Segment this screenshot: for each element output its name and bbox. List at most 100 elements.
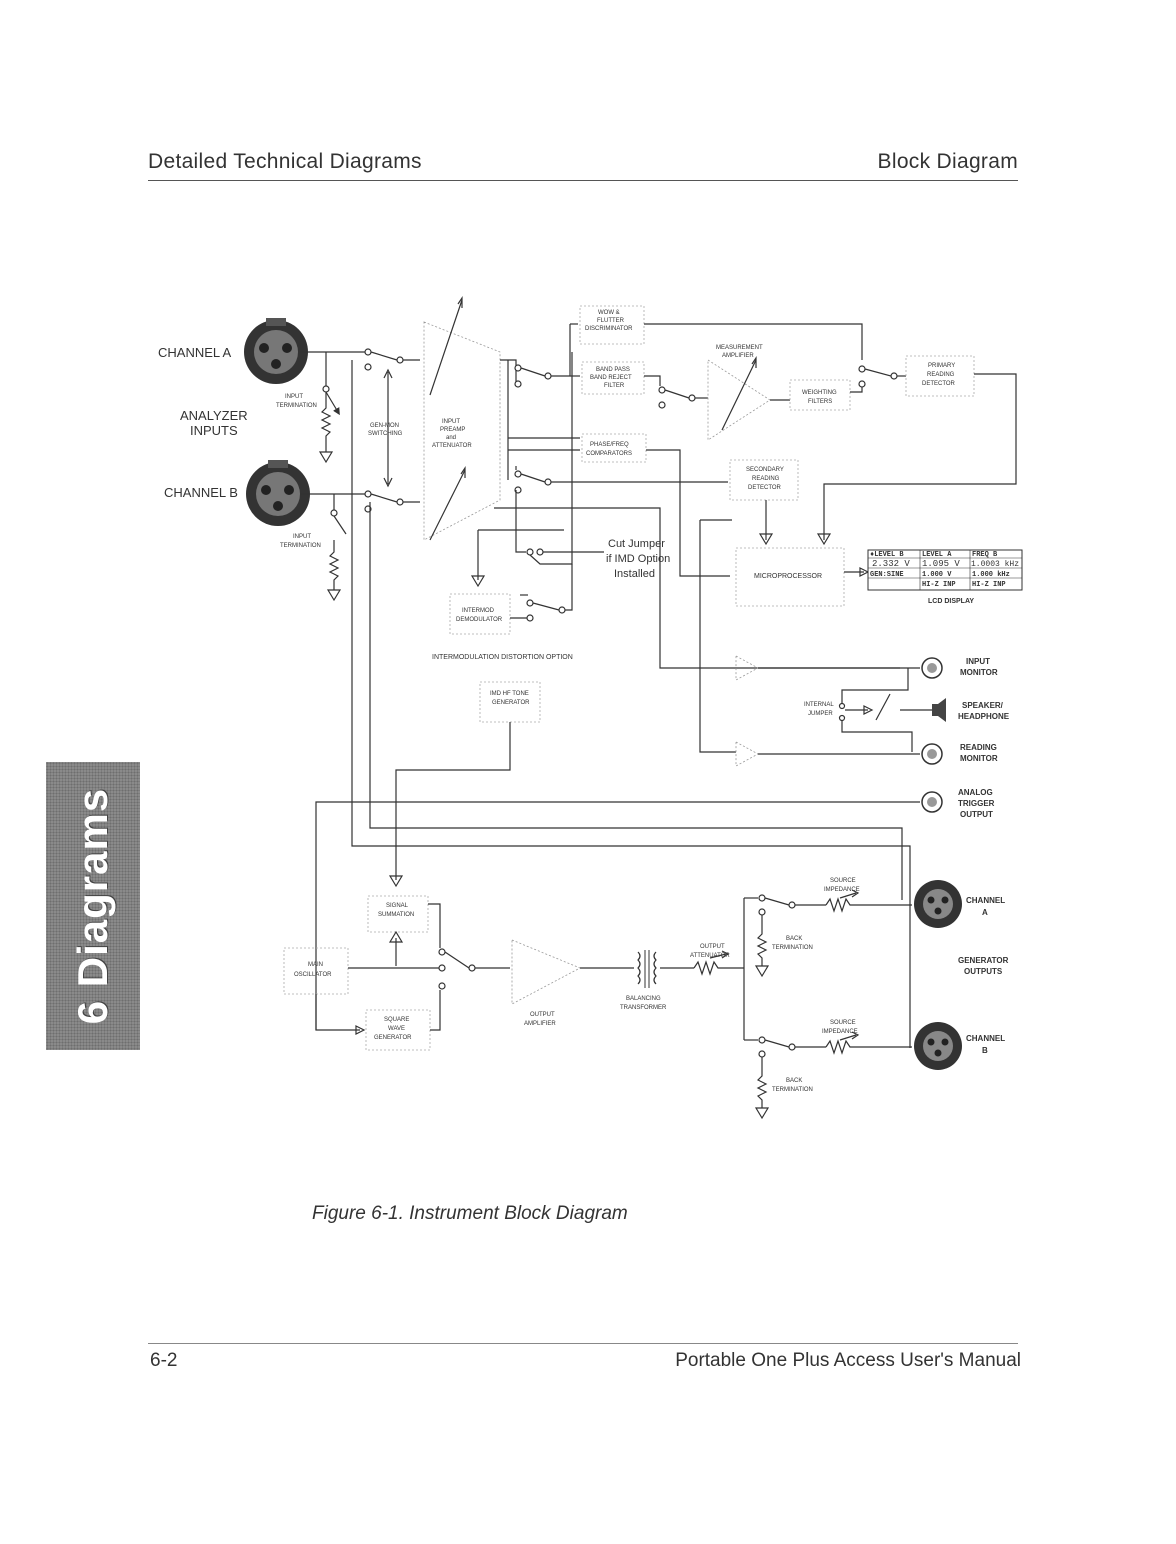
reading-monitor-label-2: MONITOR (960, 754, 998, 763)
lcd-r2c1: 2.332 V (872, 559, 910, 569)
wow-label-1: WOW & (598, 310, 620, 316)
channel-b-label: CHANNEL B (164, 485, 238, 500)
back-term-a-label-2: TERMINATION (772, 945, 813, 951)
imd-hf-label-1: IMD HF TONE (490, 691, 529, 697)
phase-label-2: COMPARATORS (586, 451, 632, 457)
gen-channel-a-label-1: CHANNEL (966, 896, 1005, 905)
reading-monitor-label-1: READING (960, 743, 997, 752)
primary-reading-detector-box (905, 355, 975, 397)
secondary-label-3: DETECTOR (748, 485, 782, 491)
primary-label-3: DETECTOR (922, 381, 956, 387)
imd-option-label: INTERMODULATION DISTORTION OPTION (432, 654, 573, 661)
internal-jumper-label-2: JUMPER (808, 711, 833, 717)
source-imp-b-label-1: SOURCE (830, 1020, 856, 1026)
wow-label-2: FLUTTER (597, 318, 625, 324)
cut-jumper-label-3: Installed (614, 568, 655, 580)
lcd-r1c2: LEVEL A (922, 551, 952, 559)
meas-amp-label-1: MEASUREMENT (716, 345, 763, 351)
gen-mon-switching-label-2: SWITCHING (368, 431, 403, 437)
signal-summation-box (367, 895, 429, 933)
primary-label-2: READING (927, 372, 955, 378)
weighting-label-2: FILTERS (808, 399, 832, 405)
weighting-label-1: WEIGHTING (802, 390, 837, 396)
input-termination-b-label: INPUT (293, 534, 311, 540)
back-term-b-label-1: BACK (786, 1078, 802, 1084)
gen-channel-a-label-2: A (982, 908, 988, 917)
input-termination-a-label: INPUT (285, 394, 303, 400)
microprocessor-box (735, 547, 845, 607)
lcd-r3c2: 1.000 V (922, 571, 952, 579)
secondary-label-2: READING (752, 476, 780, 482)
cut-jumper-label-2: if IMD Option (606, 553, 670, 565)
preamp-label-3: and (446, 435, 456, 441)
gen-mon-switching-label: GEN-MON (370, 423, 399, 429)
generator-outputs-label-1: GENERATOR (958, 956, 1009, 965)
speaker-label-2: HEADPHONE (958, 712, 1010, 721)
analog-label-1: ANALOG (958, 788, 993, 797)
meas-amp-label-2: AMPLIFIER (722, 353, 754, 359)
source-imp-b-label-2: IMPEDANCE (822, 1029, 858, 1035)
bandpass-label-3: FILTER (604, 383, 625, 389)
gen-channel-b-label-1: CHANNEL (966, 1034, 1005, 1043)
wow-label-3: DISCRIMINATOR (585, 326, 633, 332)
back-term-b-label-2: TERMINATION (772, 1087, 813, 1093)
input-termination-b-label-2: TERMINATION (280, 543, 321, 549)
preamp-label-2: PREAMP (440, 427, 465, 433)
intermod-label-2: DEMODULATOR (456, 617, 503, 623)
secondary-label-1: SECONDARY (746, 467, 784, 473)
intermod-label-1: INTERMOD (462, 608, 495, 614)
generator-channel-a-connector (914, 880, 962, 928)
figure-caption: Figure 6-1. Instrument Block Diagram (312, 1203, 628, 1224)
preamp-label-1: INPUT (442, 419, 460, 425)
output-amp-label-1: OUTPUT (530, 1012, 555, 1018)
signal-sum-label-2: SUMMATION (378, 912, 414, 918)
output-att-label-1: OUTPUT (700, 944, 725, 950)
footer-rule (148, 1343, 1018, 1344)
input-monitor-label-2: MONITOR (960, 668, 998, 677)
lcd-r1c3: FREQ B (972, 551, 998, 559)
weighting-filters-box (789, 379, 851, 411)
reading-monitor-jack (921, 743, 943, 765)
output-amp-label-2: AMPLIFIER (524, 1021, 556, 1027)
primary-label-1: PRIMARY (928, 363, 955, 369)
internal-jumper-label-1: INTERNAL (804, 702, 834, 708)
analyzer-inputs-label-2: INPUTS (190, 423, 238, 438)
speaker-icon (932, 698, 946, 722)
bandpass-label-1: BAND PASS (596, 367, 630, 373)
bandpass-label-2: BAND REJECT (590, 375, 632, 381)
balancing-label-1: BALANCING (626, 996, 661, 1002)
wow-flutter-box (579, 305, 645, 345)
main-osc-label-2: OSCILLATOR (294, 972, 332, 978)
square-label-2: WAVE (388, 1026, 405, 1032)
input-termination-a-label-2: TERMINATION (276, 403, 317, 409)
speaker-label-1: SPEAKER/ (962, 701, 1004, 710)
source-imp-a-label-1: SOURCE (830, 878, 856, 884)
analog-label-2: TRIGGER (958, 799, 995, 808)
gen-channel-b-label-2: B (982, 1046, 988, 1055)
analog-trigger-jack (921, 791, 943, 813)
intermod-demodulator-box (449, 593, 511, 635)
channel-b-input-connector (246, 460, 310, 526)
analyzer-inputs-label: ANALYZER (180, 408, 248, 423)
lcd-r4c2: HI-Z INP (922, 581, 956, 589)
secondary-reading-detector-box (729, 459, 799, 501)
lcd-display: ♦LEVEL B LEVEL A FREQ B 2.332 V 1.095 V … (867, 549, 1023, 591)
source-imp-a-label-2: IMPEDANCE (824, 887, 860, 893)
header-section-title: Detailed Technical Diagrams (148, 150, 422, 173)
square-label-3: GENERATOR (374, 1035, 412, 1041)
phase-label-1: PHASE/FREQ (590, 442, 629, 448)
cut-jumper-label-1: Cut Jumper (608, 538, 665, 550)
phase-freq-comparators-box (581, 433, 647, 463)
lcd-r2c3: 1.0003 kHz (971, 560, 1019, 569)
lcd-r1c1: ♦LEVEL B (870, 551, 904, 559)
lcd-r3c3: 1.000 kHz (972, 571, 1010, 579)
band-pass-filter-box (581, 361, 645, 395)
header-page-topic: Block Diagram (877, 150, 1018, 173)
preamp-label-4: ATTENUATOR (432, 443, 472, 449)
generator-channel-b-connector (914, 1022, 962, 1070)
input-monitor-jack (921, 657, 943, 679)
lcd-r2c2: 1.095 V (922, 559, 960, 569)
lcd-r3c1: GEN:SINE (870, 571, 904, 579)
analog-label-3: OUTPUT (960, 810, 993, 819)
